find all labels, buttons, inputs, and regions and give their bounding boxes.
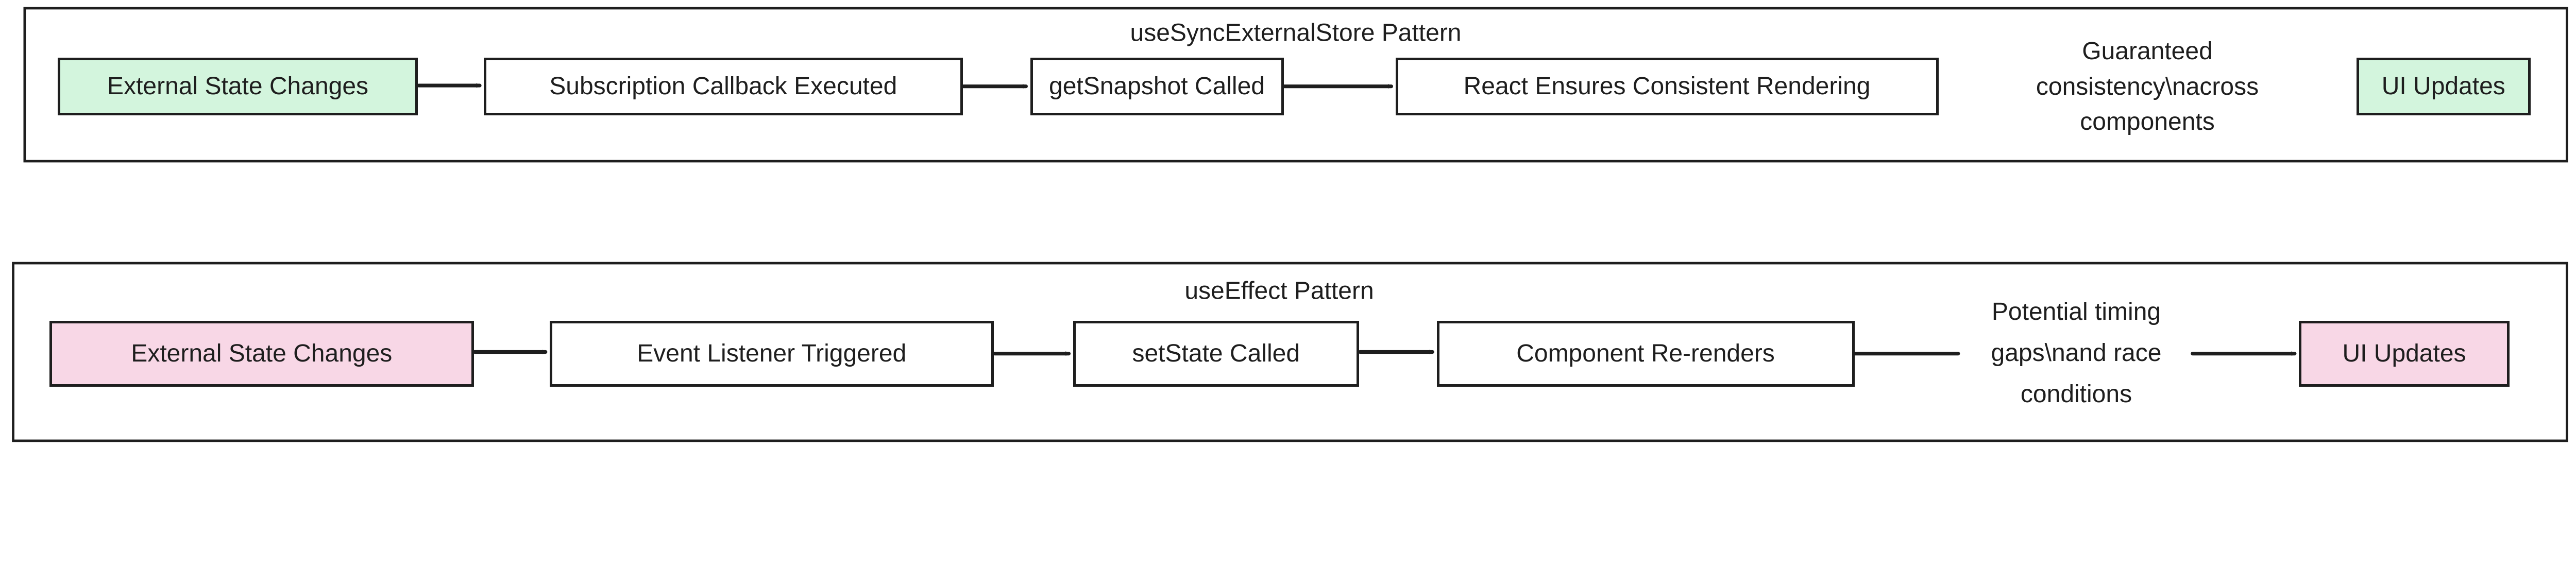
diagram-canvas: useSyncExternalStore Pattern External St…	[12, 7, 2568, 442]
sync-node-external-state[interactable]: External State Changes	[57, 57, 418, 115]
sync-node-ui-updates[interactable]: UI Updates	[2356, 57, 2531, 115]
effect-pattern-title: useEffect Pattern	[1184, 277, 1374, 305]
sync-node-consistent-rendering-label: React Ensures Consistent Rendering	[1463, 73, 1871, 100]
sync-note-line-2: consistency\nacross	[2036, 73, 2259, 100]
effect-node-external-state[interactable]: External State Changes	[49, 320, 474, 387]
sync-node-getsnapshot[interactable]: getSnapshot Called	[1030, 57, 1284, 115]
sync-node-subscription-callback-label: Subscription Callback Executed	[549, 73, 897, 100]
sync-node-external-state-label: External State Changes	[107, 73, 369, 100]
effect-node-setstate[interactable]: setState Called	[1073, 320, 1359, 387]
sync-node-subscription-callback[interactable]: Subscription Callback Executed	[484, 57, 963, 115]
effect-node-event-listener-label: Event Listener Triggered	[637, 340, 907, 368]
sync-note-line-3: components	[2080, 108, 2215, 136]
effect-note-line-1: Potential timing	[1991, 298, 2161, 325]
effect-node-external-state-label: External State Changes	[131, 340, 393, 368]
diagram-edges	[12, 7, 2568, 442]
effect-pattern-frame	[12, 262, 2568, 442]
sync-note-line-1: Guaranteed	[2082, 38, 2213, 65]
effect-node-component-rerenders-label: Component Re-renders	[1516, 340, 1775, 368]
effect-node-ui-updates-label: UI Updates	[2342, 340, 2466, 368]
sync-node-consistent-rendering[interactable]: React Ensures Consistent Rendering	[1395, 57, 1939, 115]
effect-node-setstate-label: setState Called	[1132, 340, 1300, 368]
sync-pattern-title: useSyncExternalStore Pattern	[1130, 19, 1462, 47]
effect-note: Potential timing gaps\nand race conditio…	[1960, 298, 2192, 409]
effect-node-component-rerenders[interactable]: Component Re-renders	[1436, 320, 1855, 387]
effect-note-line-2: gaps\nand race	[1991, 339, 2162, 368]
sync-note: Guaranteed consistency\nacross component…	[2016, 37, 2279, 136]
sync-node-ui-updates-label: UI Updates	[2381, 73, 2505, 100]
sync-pattern-frame	[23, 7, 2568, 163]
sync-node-getsnapshot-label: getSnapshot Called	[1049, 73, 1265, 100]
effect-node-event-listener[interactable]: Event Listener Triggered	[549, 320, 994, 387]
effect-node-ui-updates[interactable]: UI Updates	[2299, 320, 2510, 387]
effect-note-line-3: conditions	[2020, 381, 2132, 408]
